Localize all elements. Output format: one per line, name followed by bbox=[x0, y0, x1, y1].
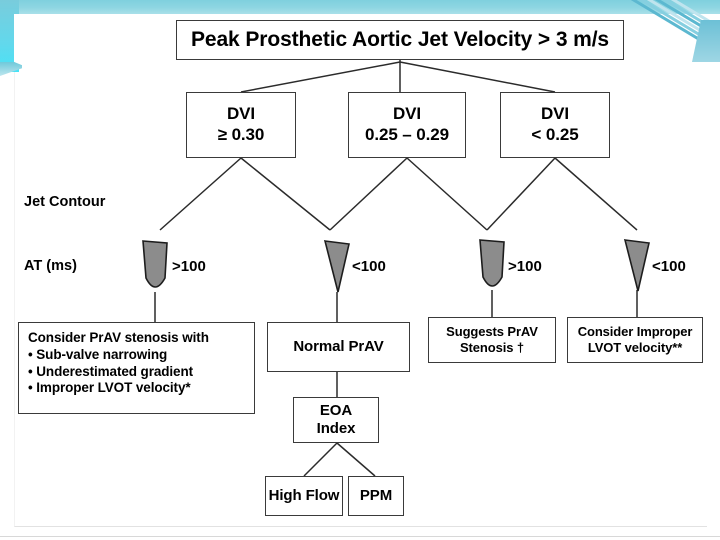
dvi-box-1: DVI ≥ 0.30 bbox=[186, 92, 296, 158]
outcome-consider-stenosis-bullet-1: • Sub-valve narrowing bbox=[28, 347, 168, 363]
jet-shape-rounded-3 bbox=[479, 239, 505, 287]
outcome-consider-stenosis-bullet-3: • Improper LVOT velocity* bbox=[28, 380, 191, 396]
jet-shape-triangle-4 bbox=[623, 239, 650, 292]
dvi-box-3-label: DVI bbox=[540, 104, 570, 124]
jet-label-1: >100 bbox=[172, 258, 206, 275]
outcome-normal-prav-box: Normal PrAV bbox=[267, 322, 410, 372]
decorative-left-wedge-inner-icon bbox=[14, 14, 24, 66]
dvi-box-2-value: 0.25 – 0.29 bbox=[365, 125, 449, 144]
dvi-box-3: DVI < 0.25 bbox=[500, 92, 610, 158]
outcome-consider-stenosis-bullet-2: • Underestimated gradient bbox=[28, 363, 194, 379]
outcome-eoa-index-line1: EOA bbox=[319, 401, 353, 419]
outcome-suggests-stenosis-line2: Stenosis † bbox=[459, 340, 525, 355]
jet-shape-triangle-2 bbox=[323, 240, 350, 293]
decorative-top-band bbox=[0, 0, 720, 14]
outcome-improper-lvot-box: Consider Improper LVOT velocity** bbox=[567, 317, 703, 363]
outcome-consider-stenosis-header: Consider PrAV stenosis with bbox=[28, 330, 209, 345]
outcome-improper-lvot-line1: Consider Improper bbox=[577, 324, 693, 340]
row-label-jet-contour: Jet Contour bbox=[24, 194, 106, 210]
outcome-high-flow-text: High Flow bbox=[268, 486, 340, 504]
dvi-box-3-value: < 0.25 bbox=[531, 125, 579, 144]
outcome-ppm-text: PPM bbox=[359, 486, 393, 504]
outcome-suggests-stenosis-box: Suggests PrAV Stenosis † bbox=[428, 317, 556, 363]
jet-label-2: <100 bbox=[352, 258, 386, 275]
dvi-box-2-label: DVI bbox=[392, 104, 422, 124]
title-text: Peak Prosthetic Aortic Jet Velocity > 3 … bbox=[190, 28, 610, 52]
decorative-bottom-rule bbox=[0, 536, 720, 537]
outcome-high-flow-box: High Flow bbox=[265, 476, 343, 516]
dvi-box-1-label: DVI bbox=[226, 104, 256, 124]
dvi-box-1-value: ≥ 0.30 bbox=[217, 125, 265, 144]
outcome-normal-prav-text: Normal PrAV bbox=[293, 337, 384, 355]
outcome-improper-lvot-line2: LVOT velocity** bbox=[587, 340, 683, 355]
jet-label-3: >100 bbox=[508, 258, 542, 275]
outcome-consider-stenosis-box: Consider PrAV stenosis with • Sub-valve … bbox=[18, 322, 255, 414]
outcome-eoa-index-line2: Index bbox=[316, 420, 356, 437]
jet-label-4: <100 bbox=[652, 258, 686, 275]
dvi-box-2: DVI 0.25 – 0.29 bbox=[348, 92, 466, 158]
jet-shape-rounded-1 bbox=[142, 240, 168, 288]
outcome-suggests-stenosis-line1: Suggests PrAV bbox=[446, 324, 538, 340]
row-label-at-ms: AT (ms) bbox=[24, 258, 77, 274]
outcome-eoa-index-box: EOA Index bbox=[293, 397, 379, 443]
title-box: Peak Prosthetic Aortic Jet Velocity > 3 … bbox=[176, 20, 624, 60]
outcome-ppm-box: PPM bbox=[348, 476, 404, 516]
